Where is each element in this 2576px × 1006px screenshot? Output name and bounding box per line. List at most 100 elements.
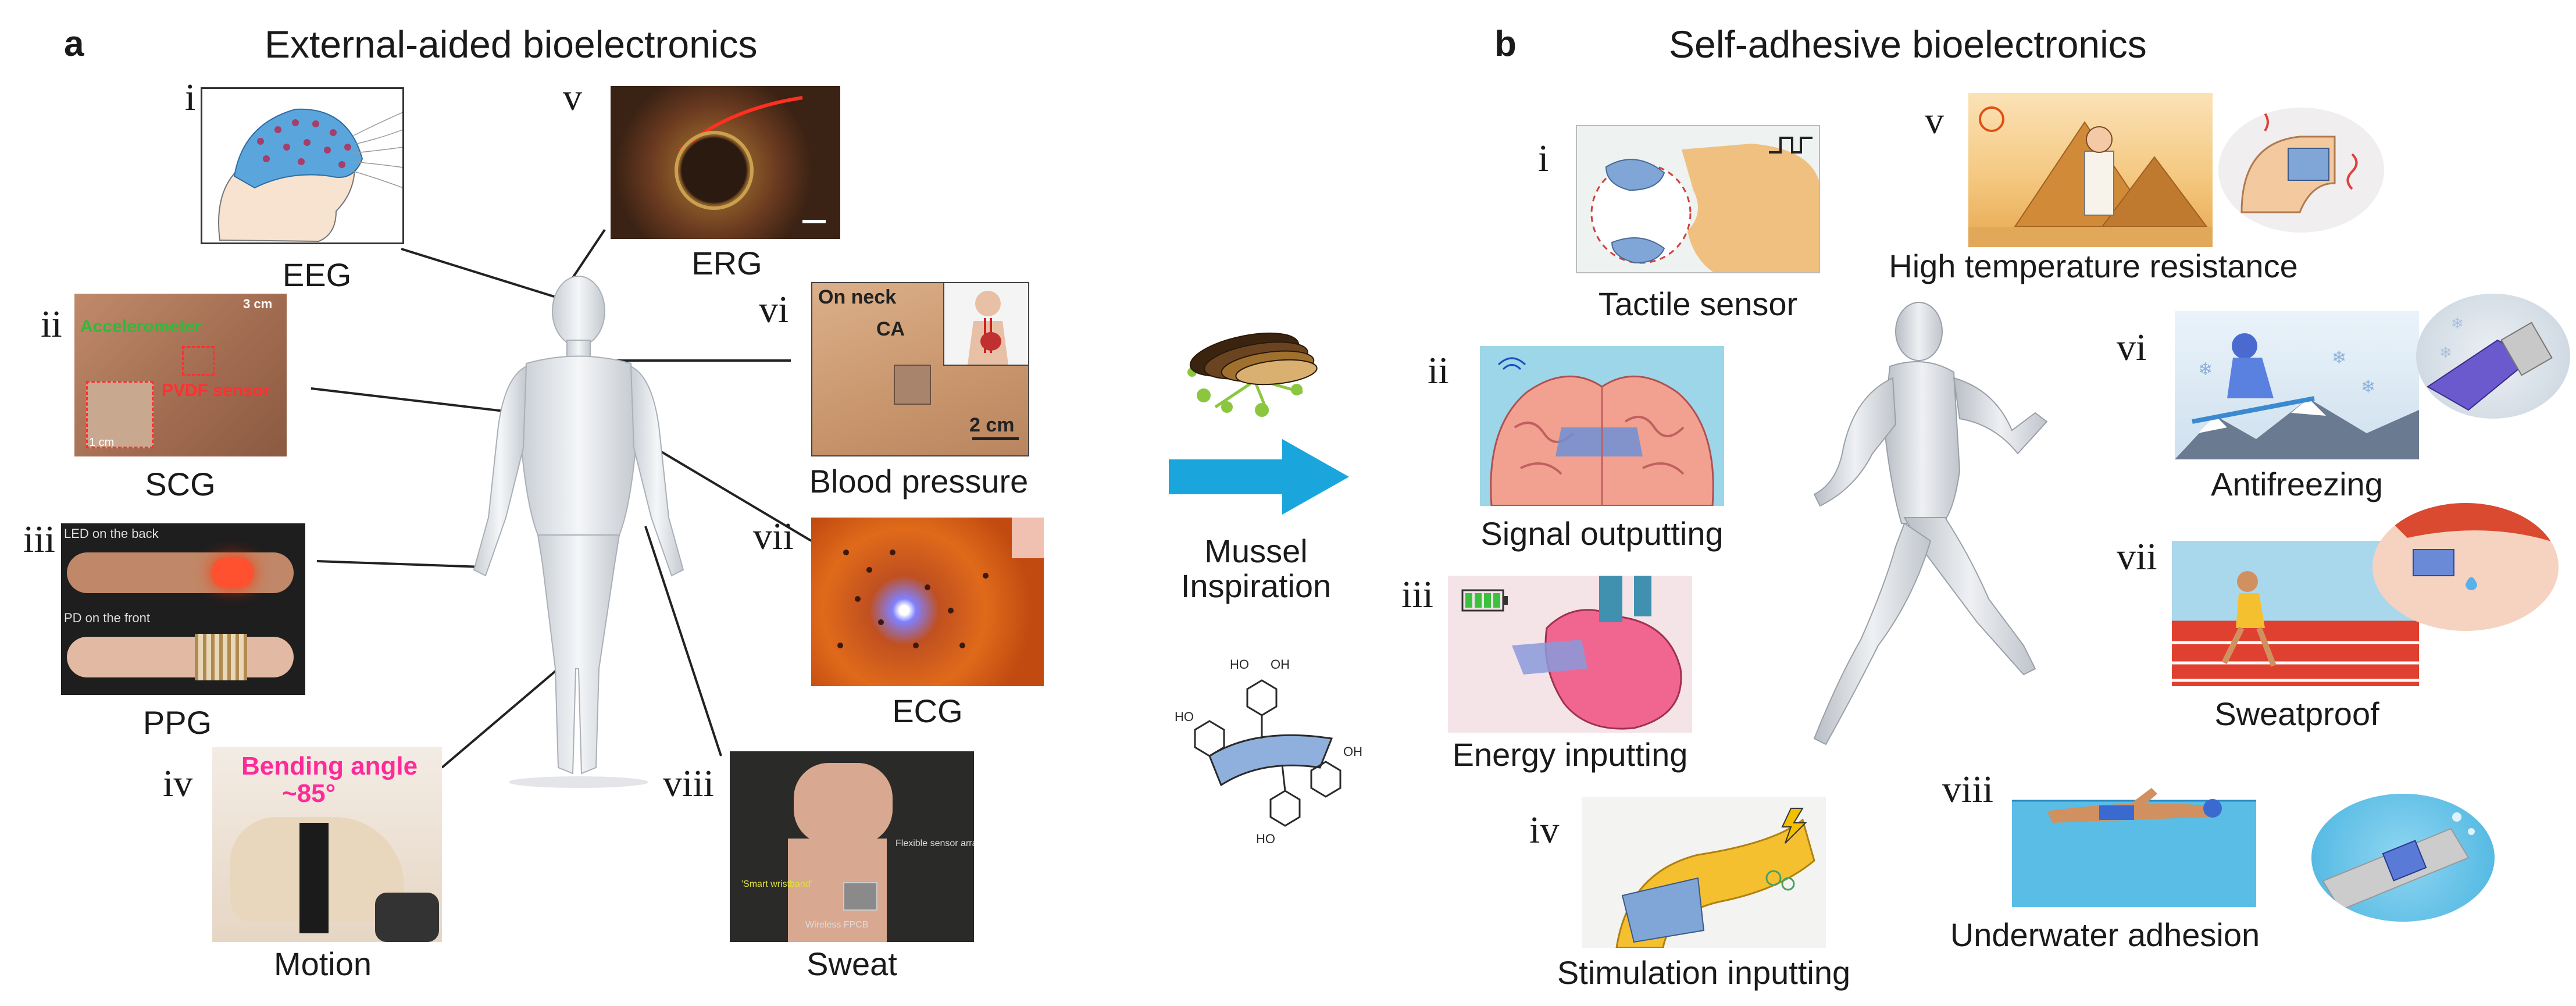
mussel-caption-line1: Mussel bbox=[1204, 533, 1308, 569]
svg-text:❄: ❄ bbox=[2198, 360, 2213, 379]
scg-accelerometer-label: Accelerometer bbox=[80, 317, 202, 336]
bp-sensor bbox=[894, 365, 931, 405]
panel-a-item-ii-numeral: ii bbox=[41, 303, 62, 345]
scg-inset bbox=[86, 381, 154, 448]
panel-a-item-viii-caption: Sweat bbox=[807, 946, 897, 982]
mol-label-oh-1: OH bbox=[1271, 657, 1290, 672]
panel-a-item-v-caption: ERG bbox=[691, 245, 762, 281]
scg-scale-label: 3 cm bbox=[243, 297, 273, 311]
sweat-label-a: Flexible sensor array bbox=[895, 839, 974, 848]
tactile-sensor-image bbox=[1576, 125, 1820, 273]
panel-b-item-vii-caption: Sweatproof bbox=[2214, 695, 2379, 732]
energy-inputting-image bbox=[1448, 576, 1692, 733]
mussel-shells-icon bbox=[1187, 332, 1318, 417]
antifreezing-inset: ❄❄ bbox=[2416, 294, 2570, 419]
sweat-sensor bbox=[843, 882, 877, 911]
motion-image: Bending angle ~85° bbox=[212, 747, 442, 942]
scg-pvdf-label: PVDF sensor bbox=[162, 381, 270, 400]
svg-text:❄: ❄ bbox=[2439, 344, 2452, 361]
svg-text:❄: ❄ bbox=[2361, 377, 2375, 397]
panel-a-item-v-numeral: v bbox=[563, 76, 582, 119]
blood-pressure-image: On neck CA 2 cm bbox=[811, 282, 1029, 456]
panel-b-item-ii-caption: Signal outputting bbox=[1480, 515, 1724, 552]
erg-image bbox=[611, 86, 840, 239]
ecg-image bbox=[811, 518, 1044, 686]
motion-bending-label: Bending angle bbox=[241, 752, 418, 780]
scg-inset-scale: 1 cm bbox=[89, 436, 115, 449]
panel-b-item-vi-caption: Antifreezing bbox=[2211, 466, 2383, 502]
ppg-finger-bottom bbox=[67, 637, 294, 677]
ppg-led-glow bbox=[212, 558, 253, 587]
panel-a-item-iv-numeral: iv bbox=[163, 762, 193, 805]
panel-b-item-viii-numeral: viii bbox=[1942, 768, 1994, 811]
panel-b-item-i-caption: Tactile sensor bbox=[1598, 286, 1798, 322]
panel-b-item-vii-numeral: vii bbox=[2117, 536, 2157, 578]
underwater-adhesion-image bbox=[2012, 770, 2256, 907]
bp-ca-label: CA bbox=[876, 318, 905, 340]
panel-a-letter: a bbox=[64, 24, 84, 64]
running-person-figure bbox=[1813, 302, 2048, 745]
panel-b-letter: b bbox=[1494, 24, 1517, 64]
panel-b-item-viii-caption: Underwater adhesion bbox=[1950, 916, 2260, 953]
panel-a-item-viii-numeral: viii bbox=[663, 762, 715, 805]
mol-label-ho-3: HO bbox=[1256, 832, 1275, 846]
panel-a-item-iii-numeral: iii bbox=[23, 518, 56, 561]
panel-b-item-iii-caption: Energy inputting bbox=[1452, 736, 1688, 773]
sweat-fist bbox=[794, 763, 893, 844]
panel-b-item-vi-numeral: vi bbox=[2117, 326, 2147, 369]
mol-label-ho-2: HO bbox=[1175, 709, 1194, 724]
catechol-molecule-icon: HO OH HO HO OH bbox=[1175, 657, 1362, 846]
signal-outputting-image bbox=[1480, 346, 1724, 506]
motion-strap bbox=[299, 823, 329, 933]
panel-a-item-ii-caption: SCG bbox=[145, 466, 216, 502]
panel-b-item-v-caption: High temperature resistance bbox=[1889, 248, 2298, 284]
panel-b-item-iv-numeral: iv bbox=[1529, 809, 1560, 851]
motion-shoe bbox=[375, 893, 439, 942]
panel-b-item-i-numeral: i bbox=[1538, 137, 1549, 180]
eeg-image bbox=[201, 87, 404, 244]
panel-b-item-v-numeral: v bbox=[1925, 99, 1944, 142]
ppg-led-label: LED on the back bbox=[64, 526, 159, 541]
right-arrow-icon bbox=[1169, 439, 1349, 515]
panel-a-item-vi-numeral: vi bbox=[759, 288, 789, 331]
panel-b-item-iii-numeral: iii bbox=[1401, 573, 1434, 616]
ppg-finger-top bbox=[67, 552, 294, 593]
mol-label-ho-1: HO bbox=[1230, 657, 1249, 672]
svg-text:❄: ❄ bbox=[2332, 348, 2346, 368]
high-temperature-inset bbox=[2218, 108, 2384, 233]
bp-scale-bar bbox=[972, 437, 1019, 440]
mussel-caption-line2: Inspiration bbox=[1180, 568, 1332, 604]
panel-a-item-vi-caption: Blood pressure bbox=[809, 463, 1029, 500]
panel-a-title: External-aided bioelectronics bbox=[265, 23, 758, 66]
panel-a-item-vii-numeral: vii bbox=[753, 515, 794, 558]
bp-inset bbox=[943, 283, 1028, 366]
panel-b-item-ii-numeral: ii bbox=[1428, 349, 1449, 392]
bp-neck-label: On neck bbox=[818, 286, 897, 308]
sweat-image: Flexible sensor array 'Smart wristband' … bbox=[730, 751, 974, 942]
panel-a-item-vii-caption: ECG bbox=[892, 693, 963, 729]
bp-scale-label: 2 cm bbox=[969, 414, 1015, 436]
antifreezing-image: ❄ ❄ ❄ bbox=[2175, 311, 2419, 459]
sweat-label-b: 'Smart wristband' bbox=[741, 879, 812, 889]
panel-a-item-iv-caption: Motion bbox=[273, 946, 372, 982]
sweat-label-c: Wireless FPCB bbox=[805, 920, 869, 930]
underwater-adhesion-inset bbox=[2311, 794, 2495, 922]
high-temperature-image bbox=[1968, 93, 2213, 247]
sweatproof-inset bbox=[2372, 503, 2559, 631]
human-body-figure bbox=[473, 276, 684, 788]
motion-angle-label: ~85° bbox=[282, 779, 336, 808]
scg-image: Accelerometer 3 cm PVDF sensor 1 cm bbox=[74, 294, 287, 456]
panel-a-item-i-caption: EEG bbox=[282, 256, 352, 293]
ppg-sensor bbox=[195, 634, 247, 680]
scg-sensor-box bbox=[182, 346, 215, 376]
stimulation-inputting-image bbox=[1582, 797, 1826, 948]
ppg-image: LED on the back PD on the front bbox=[61, 523, 305, 695]
panel-a-item-i-numeral: i bbox=[185, 76, 196, 119]
mol-label-oh-2: OH bbox=[1343, 744, 1362, 759]
svg-text:❄: ❄ bbox=[2451, 315, 2464, 332]
ppg-pd-label: PD on the front bbox=[64, 611, 150, 625]
panel-b-item-iv-caption: Stimulation inputting bbox=[1557, 954, 1851, 991]
panel-b-title: Self-adhesive bioelectronics bbox=[1669, 23, 2147, 66]
panel-a-item-iii-caption: PPG bbox=[142, 704, 212, 741]
